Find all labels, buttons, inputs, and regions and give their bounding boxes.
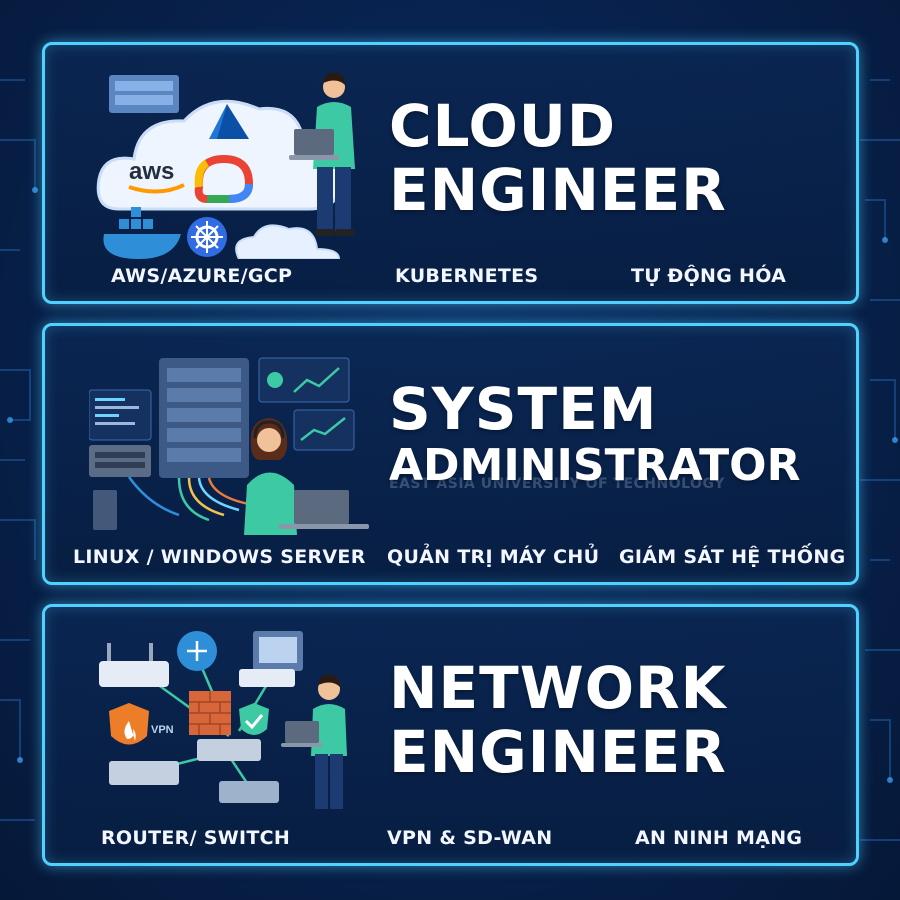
tag-row: LINUX / WINDOWS SERVER QUẢN TRỊ MÁY CHỦ … xyxy=(45,546,856,574)
person-icon xyxy=(311,674,347,809)
tag-item: AWS/AZURE/GCP xyxy=(111,265,293,287)
tag-row: AWS/AZURE/GCP KUBERNETES TỰ ĐỘNG HÓA xyxy=(45,265,856,293)
code-panel-icon xyxy=(89,389,152,441)
card-cloud-engineer: aws xyxy=(42,42,859,304)
shield-fire-icon xyxy=(109,703,149,745)
tag-row: ROUTER/ SWITCH VPN & SD-WAN AN NINH MẠNG xyxy=(45,827,856,855)
monitor-chart-icon xyxy=(258,357,350,403)
tag-item: QUẢN TRỊ MÁY CHỦ xyxy=(387,546,600,568)
router-icon xyxy=(99,643,169,687)
card-network-engineer: VPN NETWORK ENGINEER ROUTER/ SWITCH VPN … xyxy=(42,604,859,866)
tower-server-icon xyxy=(93,490,117,530)
network-engineer-illustration: VPN xyxy=(99,631,347,809)
checkmark-shield-icon xyxy=(239,703,269,735)
card-title: SYSTEM ADMINISTRATOR xyxy=(389,375,849,491)
card-title: CLOUD ENGINEER xyxy=(389,92,849,224)
svg-text:aws: aws xyxy=(129,158,174,185)
watermark-text: EAST ASIA UNIVERSITY OF TECHNOLOGY xyxy=(389,476,725,492)
title-line-2: ENGINEER xyxy=(389,155,727,224)
tag-item: KUBERNETES xyxy=(395,265,539,287)
title-line-2: ADMINISTRATOR xyxy=(389,439,801,491)
aws-logo-icon: aws xyxy=(128,158,185,194)
monitor-chart-icon xyxy=(253,631,303,671)
tag-item: GIÁM SÁT HỆ THỐNG xyxy=(619,546,846,568)
laptop-icon xyxy=(279,490,369,529)
card-title: NETWORK ENGINEER xyxy=(389,654,849,786)
kubernetes-helm-icon xyxy=(187,217,227,257)
docker-whale-icon xyxy=(103,207,181,259)
sysadmin-illustration xyxy=(89,357,369,535)
title-line-1: SYSTEM xyxy=(389,375,658,443)
monitor-chart-icon xyxy=(293,409,355,451)
card-system-administrator: EAST ASIA UNIVERSITY OF TECHNOLOGY SYSTE… xyxy=(42,323,859,585)
server-rack-icon xyxy=(159,358,249,478)
laptop-icon xyxy=(289,129,339,160)
tag-item: TỰ ĐỘNG HÓA xyxy=(631,265,787,287)
gcp-logo-icon xyxy=(194,154,254,203)
switch-icon xyxy=(197,739,261,761)
title-line-1: CLOUD xyxy=(389,92,617,160)
headset-operator-icon xyxy=(244,418,297,535)
title-line-2: ENGINEER xyxy=(389,717,727,786)
tag-item: VPN & SD-WAN xyxy=(387,827,553,849)
container-stack-icon xyxy=(109,75,179,113)
tag-item: ROUTER/ SWITCH xyxy=(101,827,291,849)
title-line-1: NETWORK xyxy=(389,654,727,722)
switch-icon xyxy=(219,781,279,803)
azure-logo-icon xyxy=(209,104,249,139)
router-icon xyxy=(177,631,217,671)
cloud-engineer-illustration: aws xyxy=(96,72,355,259)
switch-icon xyxy=(239,669,295,687)
vpn-label: VPN xyxy=(151,724,174,736)
switch-icon xyxy=(109,761,179,785)
laptop-icon xyxy=(281,721,323,747)
switch-icon xyxy=(89,445,151,477)
tag-item: LINUX / WINDOWS SERVER xyxy=(73,546,366,568)
tag-item: AN NINH MẠNG xyxy=(635,827,803,849)
firewall-icon xyxy=(189,691,231,735)
